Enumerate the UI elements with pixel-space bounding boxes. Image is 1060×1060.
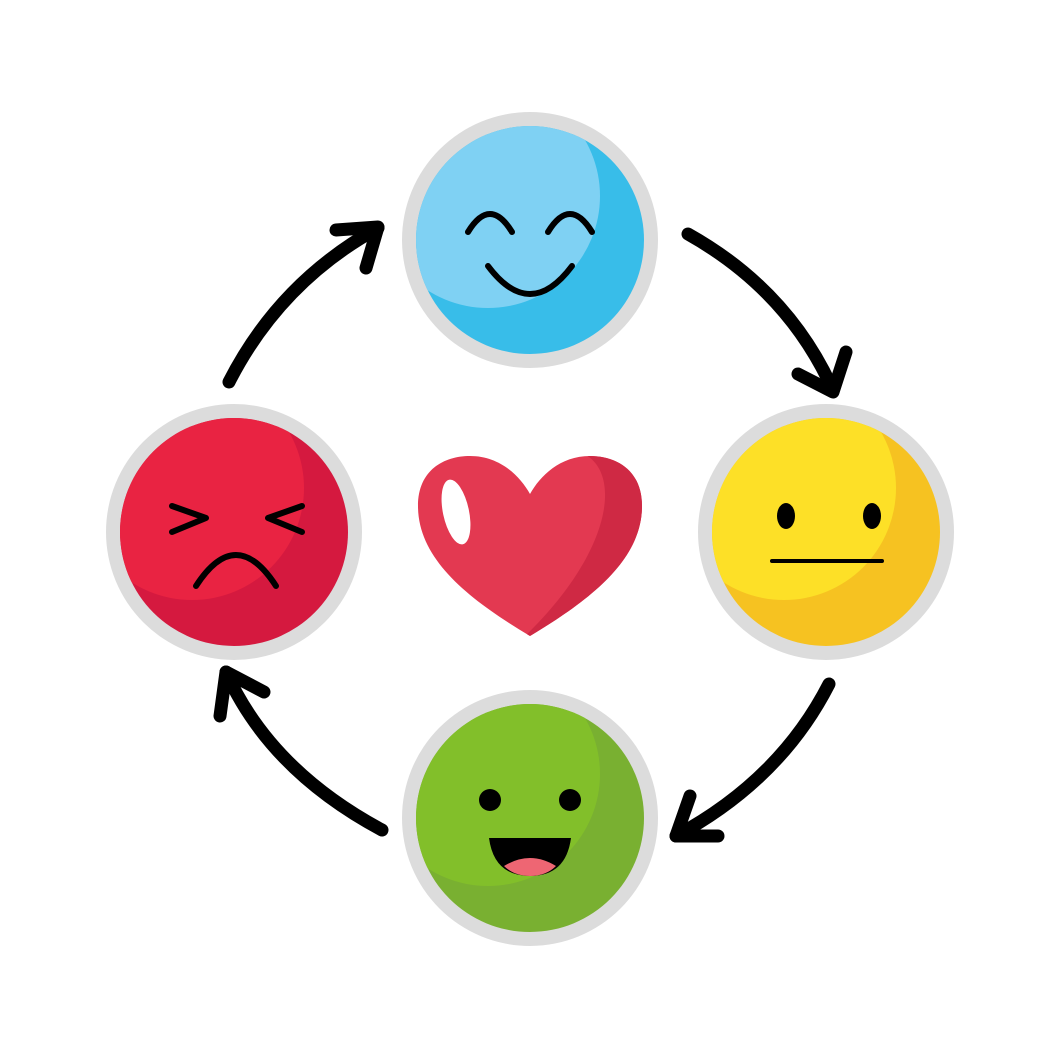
laughing-face-icon	[479, 789, 581, 876]
upset-face-node	[106, 404, 362, 660]
arrow-joyful-to-upset	[213, 665, 389, 837]
arrow-icon	[681, 227, 840, 397]
arrowhead-icon	[329, 220, 385, 275]
cycle-arrows	[213, 220, 853, 843]
arrow-happy-to-neutral	[681, 227, 853, 399]
joyful-face-node	[402, 690, 658, 946]
arrowhead-icon	[669, 789, 725, 843]
happy-face-node	[402, 112, 658, 368]
arrow-icon	[219, 665, 389, 837]
arrow-icon	[222, 221, 385, 389]
arrow-neutral-to-joyful	[669, 677, 836, 843]
angry-face-icon	[169, 503, 305, 589]
heart-icon	[418, 456, 642, 636]
neutral-face-node	[698, 404, 954, 660]
arrow-upset-to-happy	[222, 220, 385, 389]
arrowhead-icon	[791, 345, 853, 399]
arrow-icon	[669, 677, 836, 843]
arrowhead-icon	[213, 665, 271, 723]
smiling-face-icon	[465, 211, 595, 297]
neutral-face-icon	[770, 503, 884, 563]
